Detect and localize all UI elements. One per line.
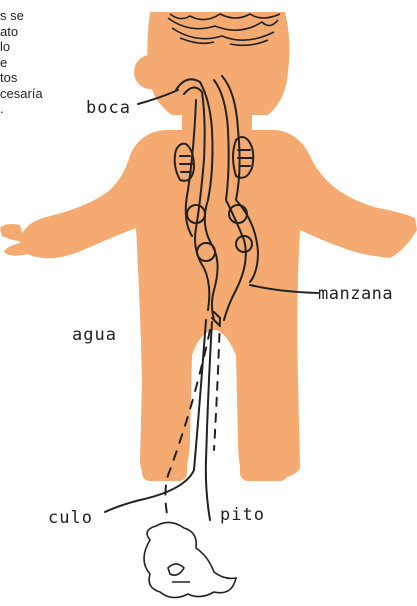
label-culo: culo [48, 508, 93, 528]
side-text-line: e [0, 55, 96, 71]
side-text-line: ato [0, 24, 96, 40]
side-text: s se ato lo e tos cesaría . [0, 8, 96, 117]
side-text-line: cesaría [0, 86, 96, 102]
left-hand [0, 224, 28, 256]
torso-arms [20, 130, 417, 478]
label-agua: agua [72, 325, 117, 345]
side-text-line: . [0, 101, 96, 117]
side-text-line: lo [0, 39, 96, 55]
label-pito: pito [220, 505, 265, 525]
right-foot [240, 455, 288, 481]
label-boca: boca [86, 98, 131, 118]
poop [144, 522, 236, 597]
label-manzana: manzana [318, 284, 393, 304]
side-text-line: tos [0, 70, 96, 86]
left-foot [142, 455, 187, 481]
ear [134, 55, 166, 89]
side-text-line: s se [0, 8, 96, 24]
